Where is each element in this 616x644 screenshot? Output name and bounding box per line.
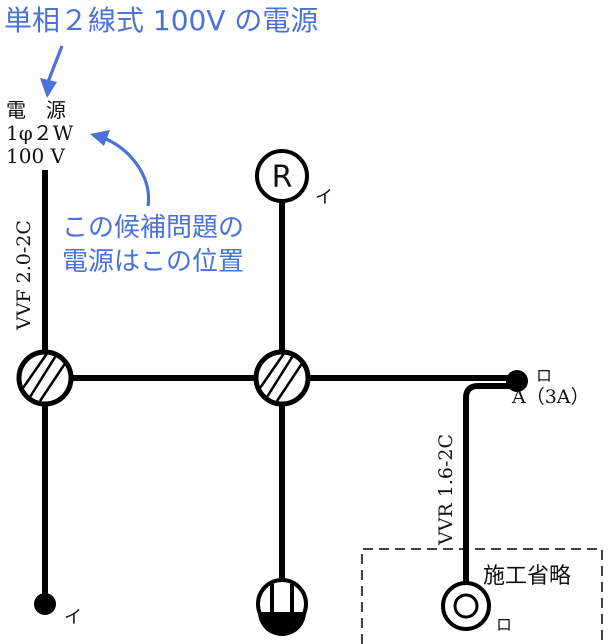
left-lamp-tag: イ xyxy=(64,607,82,628)
omitted-work-box xyxy=(361,548,603,644)
title-arrow xyxy=(40,45,64,98)
svg-text:電 源: 電 源 xyxy=(6,98,66,122)
callout-text-line2: 電源はこの位置 xyxy=(62,247,244,277)
main-cable-label: VVF 2.0-2C xyxy=(13,220,35,331)
switch-rating: A（3A） xyxy=(511,386,590,408)
switch-dot xyxy=(506,370,528,392)
omitted-work-label: 施工省略 xyxy=(483,564,571,589)
callout-text-line1: この候補問題の xyxy=(62,213,244,243)
switch-tag: ロ xyxy=(536,366,552,385)
pilot-lamp-tag: ロ xyxy=(496,615,512,634)
branch-cable-label: VVR 1.6-2C xyxy=(435,434,457,546)
svg-text:100 V: 100 V xyxy=(6,144,66,168)
receptacle-r: R xyxy=(255,149,309,203)
outlet-fixture xyxy=(256,578,308,636)
top-title-annotation: 単相２線式 100V の電源 xyxy=(4,4,318,37)
svg-text:R: R xyxy=(272,160,293,195)
pilot-lamp xyxy=(441,581,491,631)
center-junction-box xyxy=(253,349,311,407)
left-lamp-dot xyxy=(34,593,56,615)
callout-arrow xyxy=(90,130,151,207)
svg-text:1φ２W: 1φ２W xyxy=(6,121,74,145)
branch-wire xyxy=(463,383,511,582)
receptacle-tag: イ xyxy=(315,187,333,208)
power-source-label: 電 源 1φ２W 100 V xyxy=(6,98,74,168)
left-junction-box xyxy=(16,349,74,407)
